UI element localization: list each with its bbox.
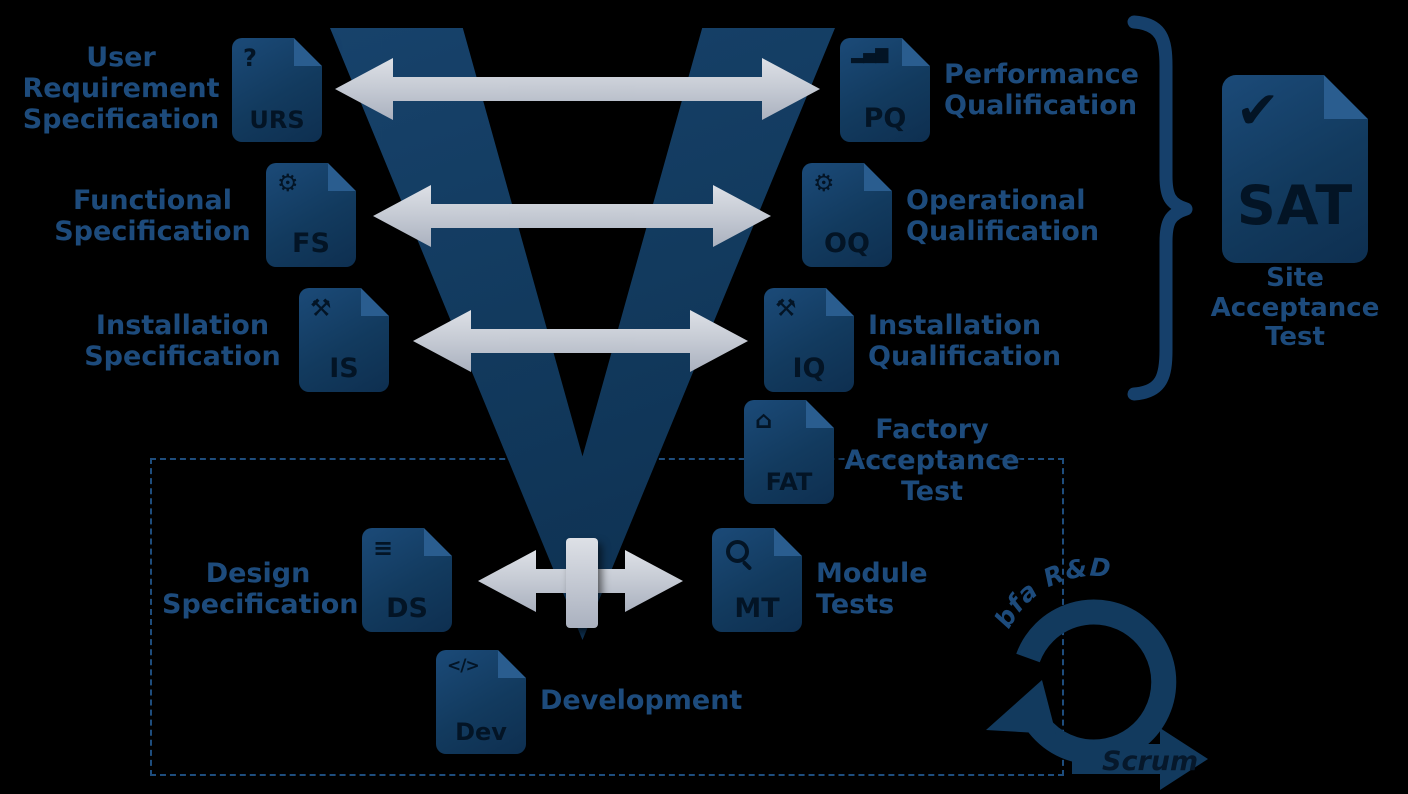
ds-label: Design Specification	[162, 558, 359, 620]
oq-document-icon: ⚙ OQ	[802, 163, 892, 267]
is-label: Installation Specification	[84, 310, 281, 372]
arrow-cross-bar	[566, 538, 598, 628]
magnifier-icon	[726, 540, 749, 563]
fat-document-icon: ⌂ FAT	[744, 400, 834, 504]
gears-icon: ⚙	[813, 169, 835, 197]
mt-document-icon: MT	[712, 528, 802, 632]
scrum-circle-arrow	[1016, 599, 1177, 765]
fs-abbr: FS	[292, 228, 330, 259]
iq-document-icon: ⚒ IQ	[764, 288, 854, 392]
urs-label: User Requirement Specification	[22, 42, 220, 135]
wrench-icon: ⚒	[775, 294, 797, 322]
scrum-loop: bfa R&D Scrum	[986, 553, 1208, 790]
sat-document-icon: ✔ SAT	[1222, 75, 1368, 263]
factory-icon: ⌂	[755, 406, 773, 434]
gear-icon: ⚙	[277, 169, 299, 197]
bar-chart-icon: ▂▄▆	[851, 44, 888, 64]
question-icon: ?	[243, 44, 257, 72]
mt-label: Module Tests	[816, 558, 928, 620]
is-document-icon: ⚒ IS	[299, 288, 389, 392]
code-icon: </>	[447, 656, 480, 676]
sat-abbr: SAT	[1236, 174, 1354, 237]
arrow-is-iq	[413, 310, 748, 372]
fat-abbr: FAT	[765, 468, 813, 496]
development-label: Development	[540, 685, 743, 716]
is-abbr: IS	[329, 353, 359, 384]
urs-document-icon: ? URS	[232, 38, 322, 142]
check-icon: ✔	[1236, 81, 1280, 141]
iq-abbr: IQ	[792, 353, 826, 384]
ds-abbr: DS	[386, 593, 428, 624]
pq-document-icon: ▂▄▆ PQ	[840, 38, 930, 142]
list-icon: ≡	[373, 534, 394, 562]
oq-label: Operational Qualification	[906, 185, 1100, 247]
brace	[1127, 15, 1193, 401]
oq-abbr: OQ	[824, 228, 870, 259]
scrum-arrowhead	[986, 680, 1056, 734]
scrum-forward-arrow	[1072, 728, 1208, 790]
scrum-arrow-label: Scrum	[1102, 746, 1198, 777]
dev-document-icon: </> Dev	[436, 650, 526, 754]
fs-document-icon: ⚙ FS	[266, 163, 356, 267]
mt-abbr: MT	[734, 593, 780, 624]
tools-icon: ⚒	[310, 294, 332, 322]
sat-label: Site Acceptance Test	[1210, 263, 1380, 353]
pq-label: Performance Qualification	[944, 59, 1139, 121]
fs-label: Functional Specification	[54, 185, 251, 247]
fat-label: Factory Acceptance Test	[844, 414, 1020, 507]
pq-abbr: PQ	[863, 103, 907, 134]
dev-abbr: Dev	[455, 718, 507, 746]
ds-document-icon: ≡ DS	[362, 528, 452, 632]
urs-abbr: URS	[249, 106, 305, 134]
iq-label: Installation Qualification	[868, 310, 1062, 372]
